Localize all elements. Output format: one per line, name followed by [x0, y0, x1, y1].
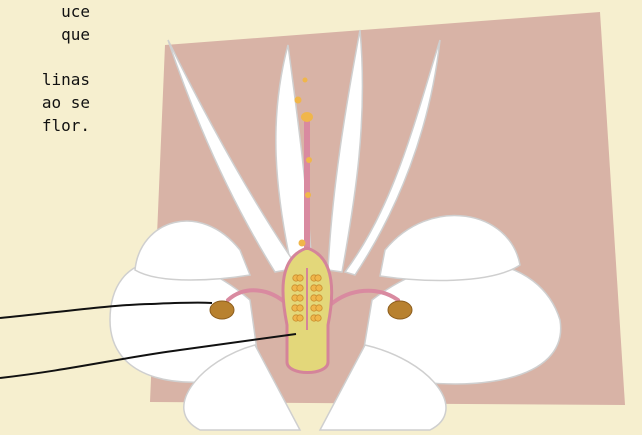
text-line: uce: [0, 0, 90, 23]
stigma: [301, 112, 313, 122]
text-line: linas: [0, 68, 90, 91]
text-gap: [0, 46, 90, 68]
text-line: que: [0, 23, 90, 46]
text-line: flor.: [0, 114, 90, 137]
description-text: uce que linas ao se flor.: [0, 0, 90, 137]
text-line: ao se: [0, 91, 90, 114]
pistil-style: [304, 120, 310, 255]
